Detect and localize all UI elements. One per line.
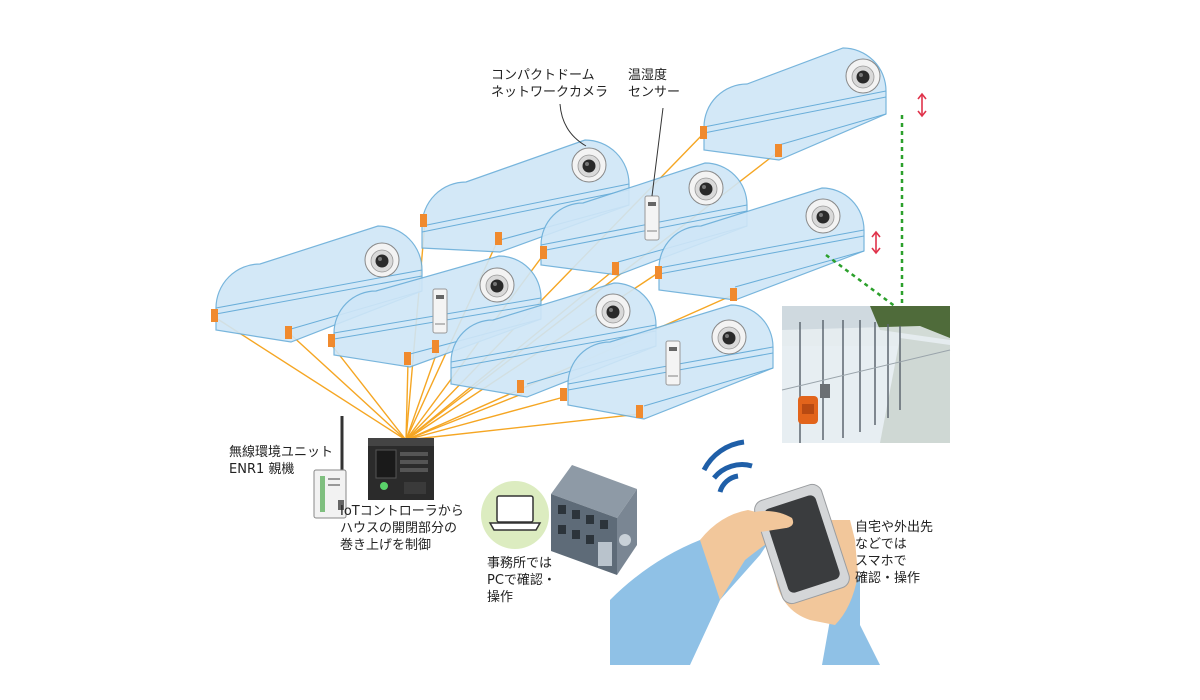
- wifi-signal-icon: [701, 439, 753, 493]
- greenhouse-tunnel-r4: [655, 187, 865, 301]
- dome-camera-icon: [711, 319, 747, 355]
- dome-camera-icon: [571, 147, 607, 183]
- laptop-icon: [481, 481, 549, 549]
- greenhouse-tunnel-f4: [560, 304, 774, 420]
- greenhouse-photo: [781, 306, 951, 443]
- dome-camera-icon: [805, 198, 841, 234]
- sensor-device-icon: [665, 340, 681, 386]
- dome-camera-icon: [845, 58, 881, 94]
- smartphone-icon: [754, 483, 850, 605]
- controller-label: IoTコントローラからハウスの開閉部分の巻き上げを制御: [340, 504, 464, 553]
- greenhouse-tunnel-r1: [700, 47, 887, 161]
- dome-camera-icon: [479, 267, 515, 303]
- dome-camera-icon: [364, 242, 400, 278]
- controller-device-icon: [368, 438, 434, 500]
- sensor-pointer: [651, 107, 664, 197]
- open-close-arrow-icon: [871, 230, 881, 255]
- wireless-unit-icon: [313, 416, 347, 519]
- open-close-arrow-icon: [917, 92, 927, 118]
- dome-camera-icon: [595, 293, 631, 329]
- camera-label: コンパクトドームネットワークカメラ: [491, 68, 609, 100]
- greenhouse-tunnel-r2: [420, 139, 630, 253]
- dome-camera-icon: [688, 170, 724, 206]
- sensor-device-icon: [432, 288, 448, 334]
- photo-link-lines: [825, 115, 904, 312]
- camera-pointer: [559, 103, 587, 147]
- building-icon: [551, 465, 637, 575]
- sensor-device-icon: [644, 195, 660, 241]
- sensor-label: 温湿度センサー: [628, 68, 681, 100]
- greenhouse-tunnel-f2: [328, 255, 542, 368]
- smartphone-label: 自宅や外出先などではスマホで確認・操作: [855, 520, 934, 586]
- finger: [740, 510, 794, 532]
